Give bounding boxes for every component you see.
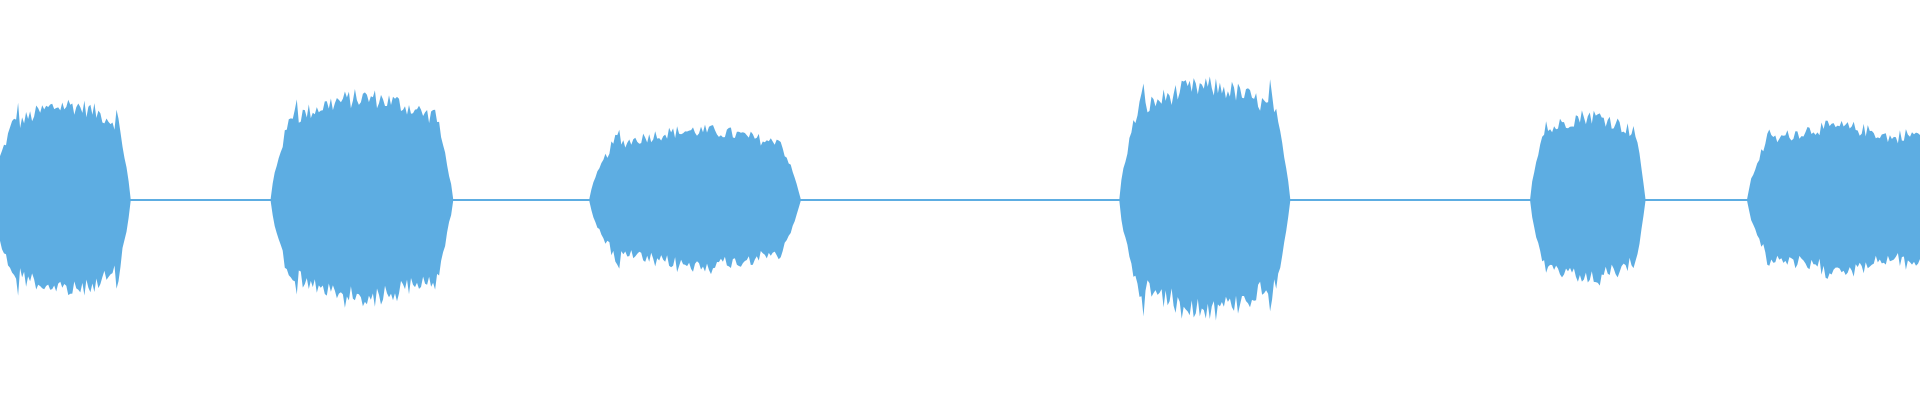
waveform-segment-6 — [1747, 120, 1920, 279]
audio-segments — [0, 76, 1920, 321]
waveform-segment-5 — [1530, 110, 1646, 286]
waveform-segment-4 — [1119, 76, 1291, 321]
waveform-segment-1 — [0, 99, 131, 296]
waveform-segment-2 — [270, 89, 454, 308]
waveform-segment-3 — [589, 124, 801, 275]
